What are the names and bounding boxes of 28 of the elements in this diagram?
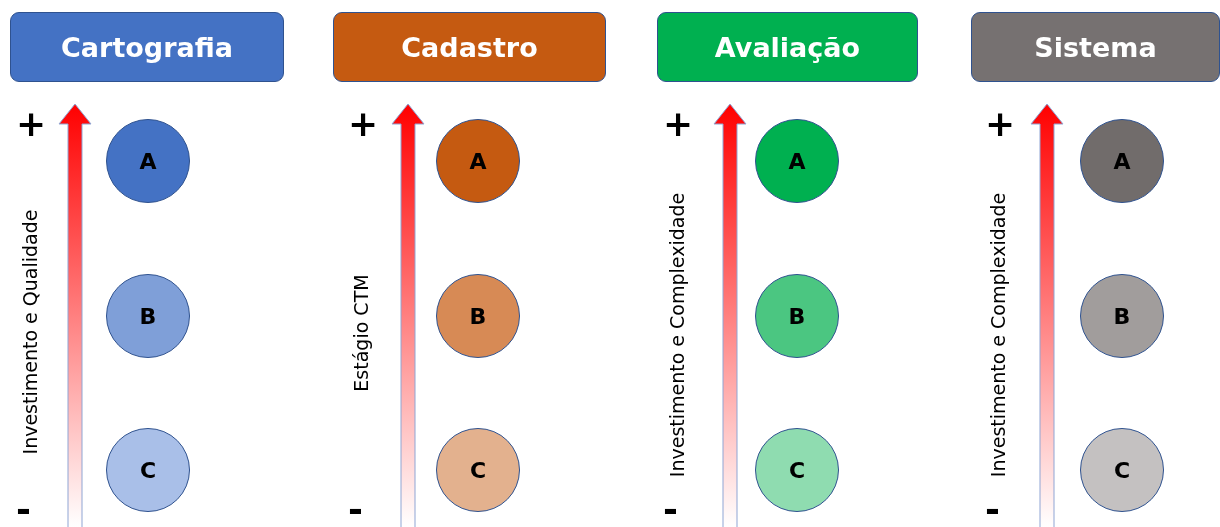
stage-circle: A bbox=[436, 119, 520, 203]
axis-label: Estágio CTM bbox=[350, 274, 372, 392]
low-end-sign: - bbox=[348, 492, 363, 527]
category-header: Cadastro bbox=[333, 12, 606, 82]
high-end-sign: + bbox=[348, 106, 379, 142]
stage-circle: A bbox=[755, 119, 839, 203]
stage-circle: C bbox=[1080, 428, 1164, 512]
low-end-sign: - bbox=[985, 492, 1000, 527]
stage-circle: B bbox=[755, 274, 839, 358]
axis-label: Investimento e Qualidade bbox=[19, 209, 41, 455]
category-header: Avaliação bbox=[657, 12, 918, 82]
stage-circle: B bbox=[106, 274, 190, 358]
low-end-sign: - bbox=[663, 492, 678, 527]
category-header: Sistema bbox=[971, 12, 1220, 82]
stage-circle: B bbox=[1080, 274, 1164, 358]
low-end-sign: - bbox=[16, 492, 31, 527]
stage-circle: A bbox=[1080, 119, 1164, 203]
high-end-sign: + bbox=[663, 106, 694, 142]
axis-label: Investimento e Complexidade bbox=[666, 192, 688, 478]
high-end-sign: + bbox=[16, 106, 47, 142]
stage-circle: C bbox=[106, 428, 190, 512]
axis-label: Investimento e Complexidade bbox=[987, 192, 1009, 478]
stage-circle: B bbox=[436, 274, 520, 358]
category-header: Cartografia bbox=[10, 12, 284, 82]
high-end-sign: + bbox=[985, 106, 1016, 142]
stage-circle: A bbox=[106, 119, 190, 203]
stage-circle: C bbox=[755, 428, 839, 512]
stage-circle: C bbox=[436, 428, 520, 512]
